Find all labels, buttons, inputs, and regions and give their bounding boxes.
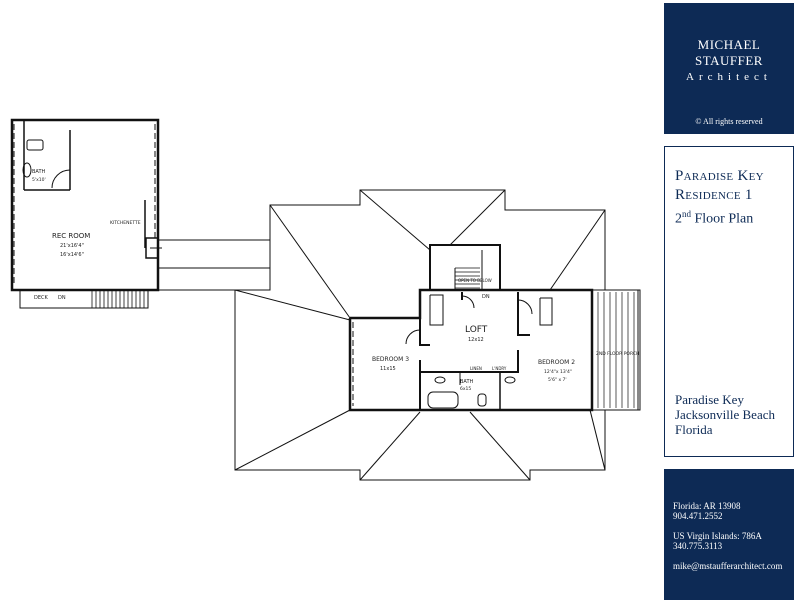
- bath-tub: [427, 391, 459, 409]
- label-porch: 2ND FLOOR PORCH: [596, 351, 639, 357]
- copyright-notice: © All rights reserved: [695, 117, 763, 126]
- label-bath-dim: 6x15: [460, 386, 471, 392]
- label-loft-dim: 12x12: [468, 337, 484, 343]
- architect-logo-panel: Michael Stauffer Architect © All rights …: [664, 3, 794, 134]
- usvi-phone: 340.775.3113: [673, 541, 723, 551]
- label-kitchenette: KITCHENETTE: [110, 220, 141, 226]
- label-rec-room: REC ROOM: [52, 232, 90, 240]
- porch-outline: [591, 289, 639, 411]
- florida-license: Florida: AR 13908: [673, 501, 741, 511]
- label-laundry: L'NDRY: [492, 366, 507, 371]
- label-rec-room-dim: 21'x16'4": [60, 243, 84, 249]
- email-address: mike@mstaufferarchitect.com: [673, 561, 783, 571]
- label-rec-room-dim2: 16'x14'6": [60, 252, 84, 258]
- location-community: Paradise Key: [675, 392, 744, 407]
- bath-toilet: [477, 393, 487, 407]
- label-linen: LINEN: [470, 366, 482, 371]
- project-name: Paradise Key: [675, 168, 764, 184]
- label-deck: DECK: [34, 295, 49, 301]
- main-stairs: [455, 267, 480, 289]
- usvi-license: US Virgin Islands: 786A: [673, 531, 762, 541]
- label-loft: LOFT: [465, 325, 488, 335]
- label-bedroom2: BEDROOM 2: [538, 359, 575, 366]
- label-dn-left: DN: [58, 295, 66, 301]
- rec-room-walls: [10, 118, 160, 292]
- architect-subtitle: Architect: [686, 71, 772, 83]
- label-open-below: OPEN TO BELOW: [458, 278, 492, 283]
- label-bedroom2-dim2: 5'6" x 7': [548, 377, 567, 383]
- main-roof-outline: [234, 189, 641, 481]
- label-bath-left: BATH: [32, 169, 46, 175]
- rec-toilet: [26, 139, 44, 151]
- residence-name: Residence 1: [675, 187, 753, 203]
- rec-deck: [19, 289, 149, 309]
- rec-toilet-bowl: [22, 162, 32, 178]
- porch-decking: [597, 292, 635, 408]
- location-state: Florida: [675, 422, 713, 437]
- floor-suffix: nd: [682, 209, 691, 219]
- label-dn: DN: [482, 294, 490, 300]
- walkway-bottom: [158, 267, 271, 290]
- floor-plan-drawing: REC ROOM 21'x16'4" 16'x14'6" KITCHENETTE…: [10, 118, 641, 481]
- florida-phone: 904.471.2552: [673, 511, 723, 521]
- label-bath-left-note: 5'x10': [32, 177, 46, 183]
- rec-deck-stairs: [91, 290, 145, 308]
- label-bedroom2-dim: 12'4"x 13'4": [544, 369, 572, 375]
- sheet-title: 2nd Floor Plan: [675, 205, 793, 229]
- contact-panel: Florida: AR 13908 904.471.2552 US Virgin…: [664, 469, 794, 600]
- main-floor-walls: [348, 288, 594, 412]
- project-location: Paradise Key Jacksonville Beach Florida: [675, 392, 775, 437]
- floor-number: 2: [675, 211, 682, 227]
- label-bath: BATH: [460, 379, 474, 385]
- floor-plan-label: Floor Plan: [691, 211, 754, 227]
- label-bedroom3-dim: 11x15: [380, 366, 396, 372]
- location-city: Jacksonville Beach: [675, 407, 775, 422]
- label-bedroom3: BEDROOM 3: [372, 356, 409, 363]
- architect-name: Michael Stauffer: [695, 37, 763, 68]
- title-block: Paradise Key Residence 1 2nd Floor Plan …: [664, 146, 794, 457]
- bath-sink: [434, 376, 446, 384]
